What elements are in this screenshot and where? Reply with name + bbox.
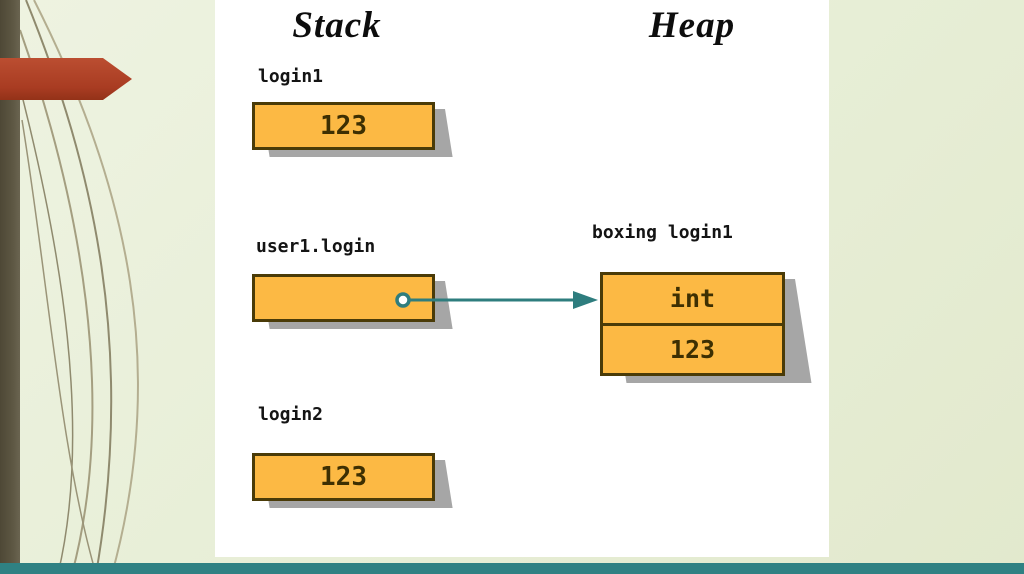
login2-label: login2 <box>258 404 324 425</box>
left-edge-bar <box>0 0 20 574</box>
login1-value: 123 <box>320 111 367 141</box>
login2-value: 123 <box>320 462 367 492</box>
stack-title: Stack <box>292 5 382 46</box>
login1-box-face: 123 <box>252 102 435 150</box>
login1-box: 123 <box>252 102 453 157</box>
diagram-panel: Stack Heap login1 123 user1.login login2… <box>215 0 829 557</box>
boxed-object: int 123 <box>600 272 812 383</box>
boxed-object-face: int 123 <box>600 272 785 376</box>
boxed-object-value: 123 <box>603 322 782 374</box>
login1-label: login1 <box>258 66 324 87</box>
boxing-login1-label: boxing login1 <box>592 222 733 243</box>
user1-login-box-face <box>252 274 435 322</box>
bottom-accent-bar <box>0 563 1024 574</box>
login2-box: 123 <box>252 453 453 508</box>
login2-box-face: 123 <box>252 453 435 501</box>
boxed-object-type: int <box>669 284 716 314</box>
red-arrow-marker-icon <box>0 58 132 100</box>
heap-title: Heap <box>648 5 736 46</box>
user1-login-label: user1.login <box>256 236 376 257</box>
user1-login-box <box>252 274 453 329</box>
